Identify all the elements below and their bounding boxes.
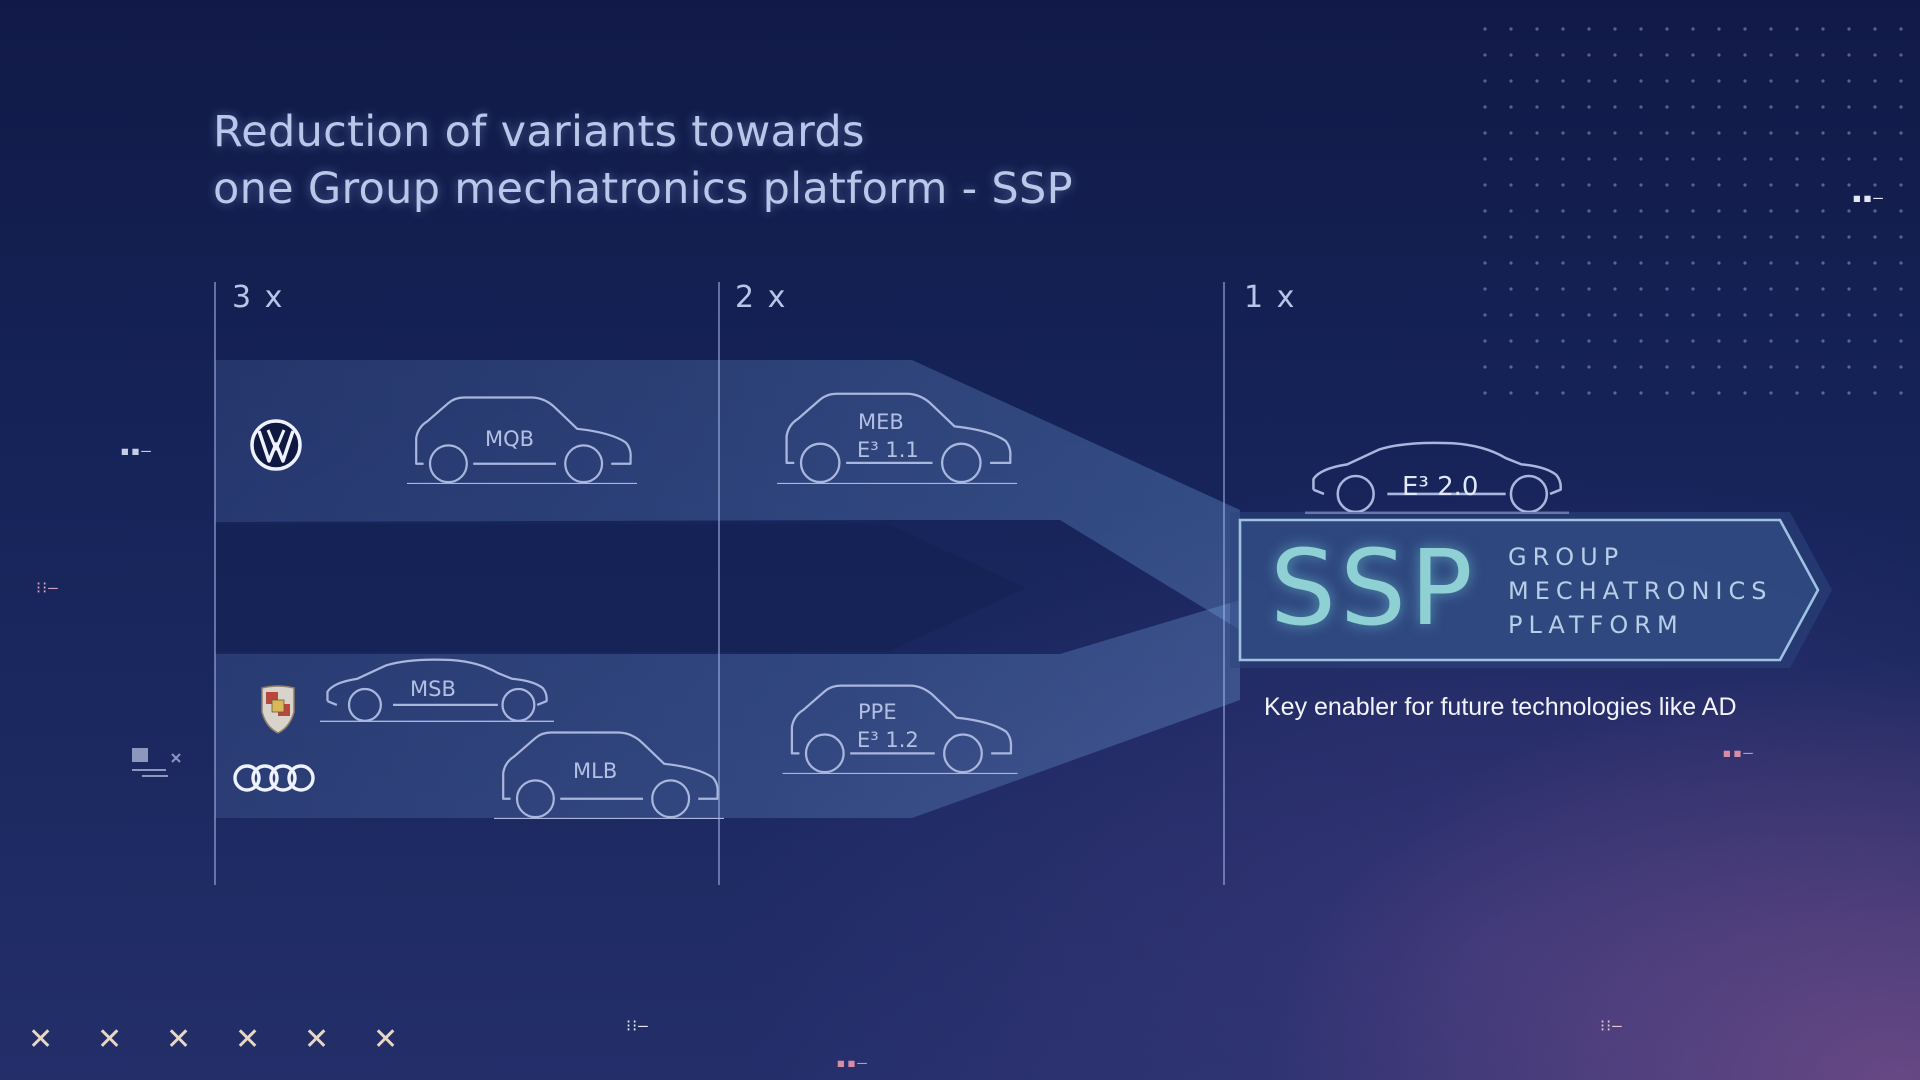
top-beam: [215, 360, 1240, 630]
ssp-subtitle: GROUP MECHATRONICS PLATFORM: [1508, 540, 1772, 642]
label-mlb: MLB: [573, 759, 618, 783]
porsche-logo: [261, 685, 295, 734]
label-ppe: PPE: [858, 700, 897, 724]
page-title: Reduction of variants towards one Group …: [213, 104, 1073, 218]
decor-glyph-7: ⁝⁝–: [1600, 1016, 1623, 1035]
column-label-3x: 3 x: [232, 280, 285, 315]
ssp-subtitle-line-2: MECHATRONICS: [1508, 577, 1773, 605]
decor-x-mark-5: ✕: [304, 1022, 330, 1057]
decor-glyph-6: ▪▪–: [836, 1053, 868, 1072]
ssp-subtitle-line-3: PLATFORM: [1508, 611, 1684, 639]
label-ppe-e3: E³ 1.2: [857, 728, 919, 752]
ssp-tagline: Key enabler for future technologies like…: [1264, 693, 1737, 721]
column-divider-2: [718, 282, 720, 885]
column-label-1x: 1 x: [1244, 280, 1297, 315]
column-divider-3: [1223, 282, 1225, 885]
vw-logo: [250, 419, 302, 471]
decor-x-mark-4: ✕: [235, 1022, 261, 1057]
decor-glyph-2: ⁝⁝–: [36, 578, 59, 597]
title-line-1: Reduction of variants towards: [213, 107, 865, 157]
decor-square-icon: [132, 748, 181, 777]
ssp-box-outline: [1238, 518, 1820, 662]
bottom-beam: [215, 600, 1240, 818]
decor-glyph-5: ⁝⁝–: [626, 1016, 649, 1035]
decor-x-mark-1: ✕: [28, 1022, 54, 1057]
ssp-acronym: SSP: [1270, 527, 1477, 649]
label-meb-e3: E³ 1.1: [857, 438, 919, 462]
title-line-2: one Group mechatronics platform - SSP: [213, 164, 1073, 214]
column-divider-1: [214, 282, 216, 885]
column-label-2x: 2 x: [735, 280, 788, 315]
decor-glyph-1: ▪▪–: [120, 441, 152, 460]
label-meb: MEB: [858, 410, 904, 434]
label-mqb: MQB: [485, 427, 535, 451]
decor-x-mark-6: ✕: [373, 1022, 399, 1057]
decor-glyph-3: ▪▪–: [1852, 188, 1884, 207]
decor-x-mark-3: ✕: [166, 1022, 192, 1057]
label-msb: MSB: [410, 677, 456, 701]
middle-arrow: [215, 524, 1026, 652]
ssp-subtitle-line-1: GROUP: [1508, 543, 1625, 571]
audi-logo: [233, 764, 315, 792]
dot-grid: [1480, 24, 1920, 404]
label-e3: E³ 2.0: [1402, 472, 1479, 502]
decor-glyph-4: ▪▪–: [1722, 743, 1754, 762]
decor-x-mark-2: ✕: [97, 1022, 123, 1057]
